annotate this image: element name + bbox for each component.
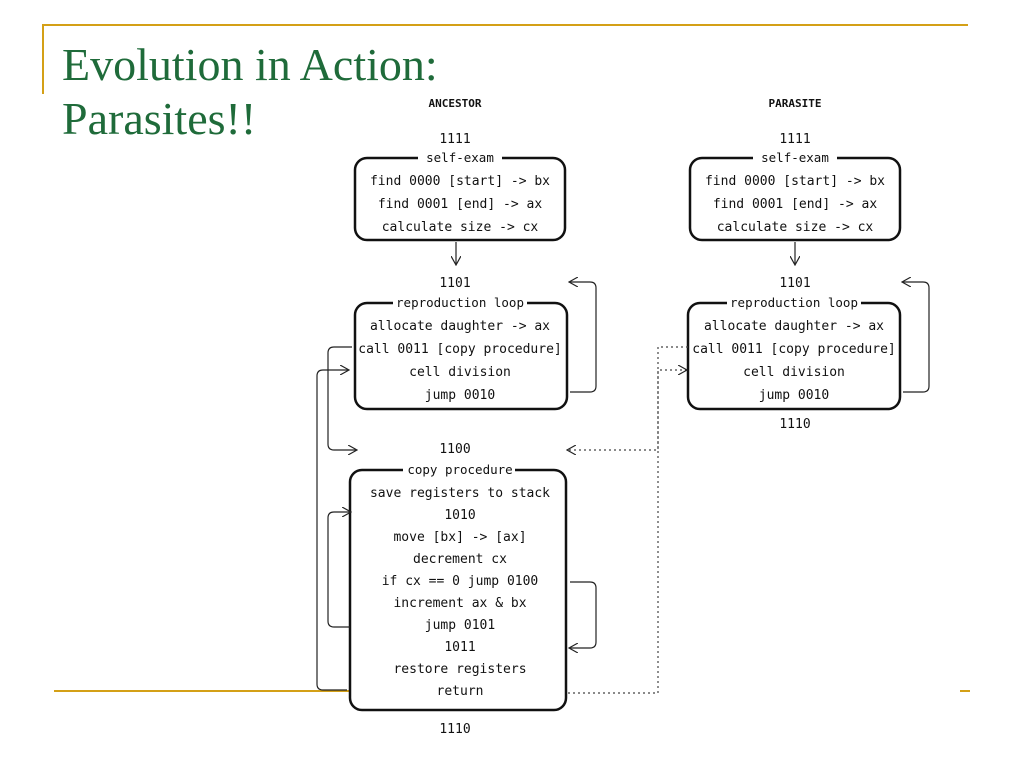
- ancestor-loop-back-arrow: [570, 282, 597, 393]
- parasite-loop-line: cell division: [743, 365, 845, 380]
- ancestor-call-arrow: [327, 346, 356, 450]
- parasite-self-exam-line: calculate size -> cx: [717, 220, 874, 235]
- ancestor-copy-line: increment ax & bx: [393, 596, 526, 611]
- ancestor-self-exam-label: self-exam: [426, 150, 494, 165]
- parasite-self-exam-line: find 0000 [start] -> bx: [705, 174, 885, 189]
- parasite-loop-line: allocate daughter -> ax: [704, 319, 884, 334]
- ancestor-title: ANCESTOR: [429, 97, 482, 110]
- parasite-self-exam-box: self-exam find 0000 [start] -> bx find 0…: [688, 150, 902, 242]
- ancestor-copy-line: move [bx] -> [ax]: [393, 530, 526, 545]
- parasite-return-from-host-arrow: [568, 370, 686, 694]
- parasite-end-address: 1110: [779, 417, 810, 432]
- parasite-self-exam-label: self-exam: [761, 150, 829, 165]
- ancestor-loop-line: cell division: [409, 365, 511, 380]
- ancestor-copy-line: return: [437, 684, 484, 699]
- ancestor-copy-line: jump 0101: [425, 618, 495, 633]
- ancestor-reproduction-loop-box: reproduction loop allocate daughter -> a…: [353, 295, 569, 411]
- parasite-call-host-arrow: [568, 346, 688, 450]
- parasite-loop-label: reproduction loop: [730, 295, 858, 310]
- bottom-accent-tick: [960, 690, 970, 692]
- parasite-title: PARASITE: [769, 97, 822, 110]
- slide-title-line-2: Parasites!!: [62, 93, 257, 144]
- ancestor-self-exam-line: find 0001 [end] -> ax: [378, 197, 543, 212]
- ancestor-copy-line: decrement cx: [413, 552, 507, 567]
- parasite-loop-line: call 0011 [copy procedure]: [692, 342, 896, 357]
- ancestor-copy-line: 1011: [444, 640, 475, 655]
- parasite-loop-address: 1101: [779, 276, 810, 291]
- ancestor-copy-loop-arrow: [327, 512, 350, 628]
- ancestor-copy-procedure-box: copy procedure save registers to stack 1…: [348, 462, 568, 712]
- ancestor-copy-line: if cx == 0 jump 0100: [382, 574, 539, 589]
- ancestor-loop-line: jump 0010: [425, 388, 495, 403]
- parasite-start-address: 1111: [779, 132, 810, 147]
- ancestor-copy-line: 1010: [444, 508, 475, 523]
- left-accent-rule: [42, 24, 44, 94]
- ancestor-end-address: 1110: [439, 722, 470, 737]
- slide-title-line-1: Evolution in Action:: [62, 39, 438, 90]
- ancestor-copy-line: restore registers: [393, 662, 526, 677]
- ancestor-loop-line: call 0011 [copy procedure]: [358, 342, 562, 357]
- ancestor-self-exam-line: calculate size -> cx: [382, 220, 539, 235]
- parasite-self-exam-line: find 0001 [end] -> ax: [713, 197, 878, 212]
- ancestor-copy-label: copy procedure: [407, 462, 512, 477]
- top-accent-rule: [42, 24, 968, 26]
- ancestor-start-address: 1111: [439, 132, 470, 147]
- slide-title: Evolution in Action: Parasites!!: [62, 38, 438, 146]
- ancestor-exit-jump-arrow: [570, 581, 597, 648]
- parasite-reproduction-loop-box: reproduction loop allocate daughter -> a…: [686, 295, 902, 411]
- ancestor-copy-line: save registers to stack: [370, 486, 550, 501]
- ancestor-self-exam-box: self-exam find 0000 [start] -> bx find 0…: [353, 150, 567, 242]
- ancestor-copy-address: 1100: [439, 442, 470, 457]
- ancestor-loop-address: 1101: [439, 276, 470, 291]
- parasite-loop-line: jump 0010: [759, 388, 829, 403]
- ancestor-self-exam-line: find 0000 [start] -> bx: [370, 174, 550, 189]
- bottom-accent-rule: [54, 690, 354, 692]
- ancestor-return-arrow: [316, 370, 348, 691]
- ancestor-loop-label: reproduction loop: [396, 295, 524, 310]
- ancestor-loop-line: allocate daughter -> ax: [370, 319, 550, 334]
- parasite-loop-back-arrow: [903, 282, 930, 393]
